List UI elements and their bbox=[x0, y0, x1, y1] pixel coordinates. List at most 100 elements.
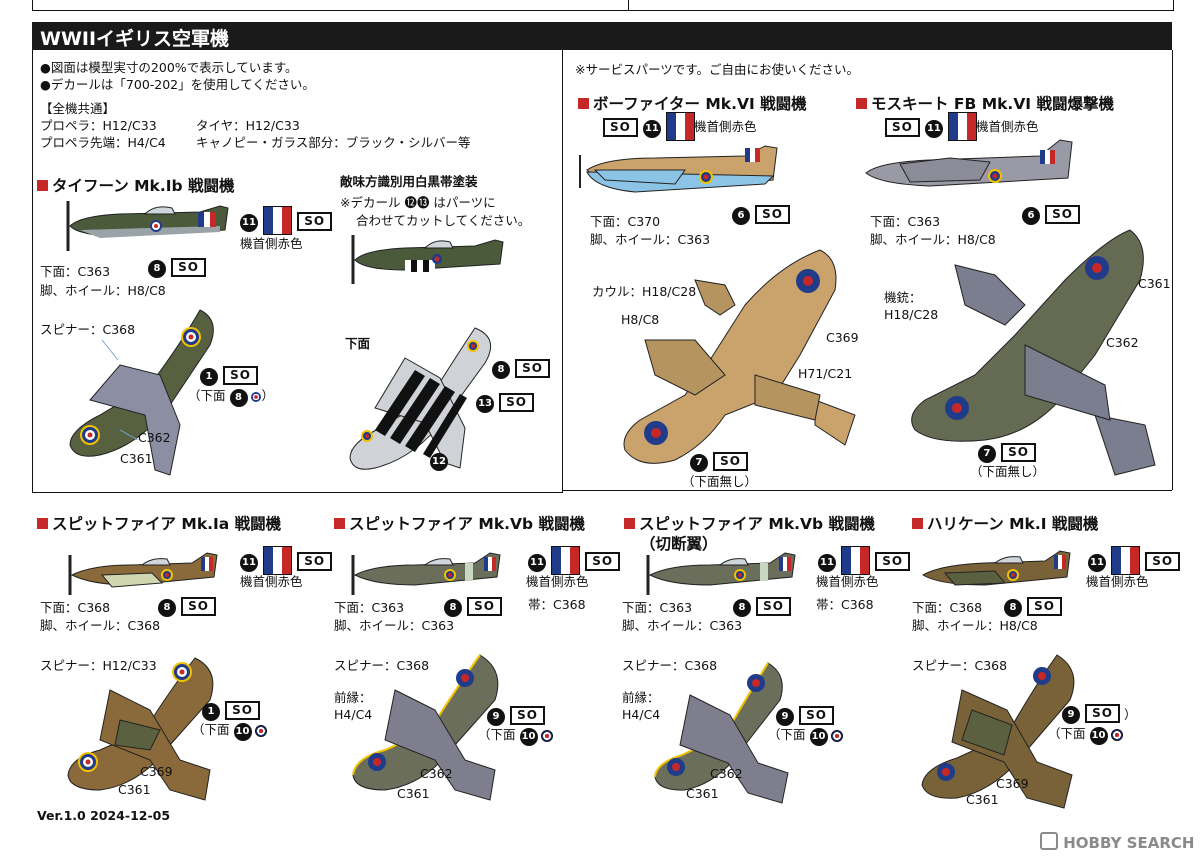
spit5c-edge-color: H4/C4 bbox=[622, 707, 661, 722]
spit5c-side-view bbox=[646, 552, 796, 595]
mosquito-gun: 機銃： bbox=[884, 290, 922, 305]
spit5-c361: C361 bbox=[397, 786, 430, 801]
mosquito-gun-color: H18/C28 bbox=[884, 307, 939, 322]
typhoon-underside: 下面：C363 bbox=[40, 264, 111, 279]
spit5c-c362: C362 bbox=[710, 766, 743, 781]
hurricane-underside: 下面：C368 bbox=[912, 600, 983, 615]
hurricane-gear: 脚、ホイール：H8/C8 bbox=[912, 618, 1038, 633]
spit5c-decal-9: 9 SO bbox=[776, 704, 834, 726]
mosquito-decal-7: 7 SO bbox=[978, 441, 1036, 463]
spit1-c361: C361 bbox=[118, 782, 151, 797]
beaufighter-top-view bbox=[623, 249, 856, 464]
spit5c-gear: 脚、ホイール：C363 bbox=[622, 618, 743, 633]
beaufighter-cowl: カウル：H18/C28 bbox=[592, 284, 697, 299]
mosquito-underside: 下面：C363 bbox=[870, 214, 941, 229]
mosquito-top-view bbox=[911, 229, 1156, 476]
spit5c-decal-11: 11 SO bbox=[818, 546, 911, 575]
brand-logo-icon bbox=[1040, 832, 1058, 850]
typhoon-alt-title: 敵味方識別用白黒帯塗装 bbox=[340, 174, 478, 189]
hurricane-c361: C361 bbox=[966, 792, 999, 807]
spit1-top-view bbox=[67, 657, 214, 801]
spit5-decal-9: 9 SO bbox=[487, 704, 545, 726]
typhoon-decal-1: 1 SO bbox=[200, 364, 258, 386]
beaufighter-nose-label: 機首側赤色 bbox=[694, 119, 757, 134]
spit1-title: スピットファイア Mk.Ia 戦闘機 bbox=[37, 512, 281, 534]
typhoon-top-view bbox=[69, 309, 214, 476]
mosquito-no-bottom: （下面無し） bbox=[970, 464, 1046, 479]
spit5-c362: C362 bbox=[420, 766, 453, 781]
beaufighter-decal-11: SO 11 bbox=[603, 112, 696, 141]
beaufighter-side-view bbox=[579, 145, 778, 193]
beaufighter-decal-6: 6 SO bbox=[732, 203, 790, 225]
typhoon-alt-note-1: ※デカール ⓬⓭ はパーツに bbox=[340, 195, 496, 210]
beaufighter-underside: 下面：C370 bbox=[590, 214, 661, 229]
intro-note-2: ●デカールは「700-202」を使用してください。 bbox=[40, 77, 315, 92]
spit5-title: スピットファイア Mk.Vb 戦闘機 bbox=[334, 512, 585, 534]
typhoon-alt-decal-13: 13 SO bbox=[476, 391, 534, 413]
spit5-decal-8: 8 SO bbox=[444, 595, 502, 617]
spit5-band: 帯：C368 bbox=[528, 597, 586, 612]
typhoon-alt-note-2: 合わせてカットしてください。 bbox=[356, 213, 531, 228]
spit5-edge: 前縁： bbox=[334, 690, 372, 705]
typhoon-underside-label: 下面 bbox=[345, 336, 371, 351]
spit1-spinner: スピナー：H12/C33 bbox=[40, 658, 157, 673]
inner-box bbox=[32, 50, 563, 493]
typhoon-nose-label: 機首側赤色 bbox=[240, 236, 303, 251]
common-canopy: キャノピー・ガラス部分：ブラック・シルバー等 bbox=[196, 135, 471, 150]
frame-left bbox=[32, 50, 33, 492]
top-rule bbox=[32, 0, 1174, 11]
typhoon-bottom-note: （下面 8 ） bbox=[188, 388, 274, 407]
hurricane-title: ハリケーン Mk.I 戦闘機 bbox=[912, 512, 1098, 534]
spit5c-edge: 前縁： bbox=[622, 690, 660, 705]
spit1-bottom-note: （下面 10 bbox=[192, 722, 268, 741]
spit1-side-view bbox=[68, 552, 218, 595]
mosquito-title: モスキート FB Mk.VI 戦闘爆撃機 bbox=[856, 92, 1114, 114]
frame-right bbox=[1172, 50, 1173, 490]
spit5-bottom-note: （下面 10 bbox=[478, 727, 554, 746]
typhoon-gear: 脚、ホイール：H8/C8 bbox=[40, 283, 166, 298]
spit1-decal-1: 1 SO bbox=[202, 699, 260, 721]
spit5-top-view bbox=[352, 654, 499, 801]
typhoon-title: タイフーン Mk.Ib 戦闘機 bbox=[37, 174, 235, 196]
mosquito-c361: C361 bbox=[1138, 276, 1171, 291]
mosquito-side-view bbox=[865, 139, 1073, 187]
hurricane-spinner: スピナー：C368 bbox=[912, 658, 1008, 673]
mosquito-c362: C362 bbox=[1106, 335, 1139, 350]
spit5c-subtitle: （切断翼） bbox=[640, 535, 718, 553]
service-note: ※サービスパーツです。ご自由にお使いください。 bbox=[575, 62, 859, 77]
spit5c-top-view bbox=[654, 662, 789, 804]
typhoon-side-view bbox=[66, 201, 229, 251]
mosquito-gear: 脚、ホイール：H8/C8 bbox=[870, 232, 996, 247]
spit5c-nose-label: 機首側赤色 bbox=[816, 574, 879, 589]
spit1-decal-11: 11 SO bbox=[240, 546, 333, 575]
spit5c-bottom-note: （下面 10 bbox=[768, 727, 844, 746]
hurricane-decal-9: 9 SO bbox=[1062, 702, 1120, 724]
common-title: 【全機共通】 bbox=[40, 101, 116, 116]
spit5c-band: 帯：C368 bbox=[816, 597, 874, 612]
hurricane-decal-8: 8 SO bbox=[1004, 595, 1062, 617]
typhoon-decal-8: 8 SO bbox=[148, 256, 206, 278]
spit5-side-view bbox=[351, 552, 501, 595]
beaufighter-decal-7: 7 SO bbox=[690, 450, 748, 472]
hurricane-top-view bbox=[921, 654, 1075, 809]
beaufighter-h8c8: H8/C8 bbox=[621, 312, 660, 327]
top-divider bbox=[628, 0, 629, 10]
hurricane-decal-11: 11 SO bbox=[1088, 546, 1181, 575]
typhoon-spinner: スピナー：C368 bbox=[40, 322, 136, 337]
spit5-gear: 脚、ホイール：C363 bbox=[334, 618, 455, 633]
typhoon-alt-decal-12: 12 bbox=[430, 449, 448, 471]
spit5c-title: スピットファイア Mk.Vb 戦闘機 bbox=[624, 512, 875, 534]
section-header: WWIIイギリス空軍機 bbox=[32, 22, 1172, 50]
mosquito-decal-11: SO 11 bbox=[885, 112, 978, 141]
spit5-nose-label: 機首側赤色 bbox=[526, 574, 589, 589]
beaufighter-c369: C369 bbox=[826, 330, 859, 345]
spit5c-underside: 下面：C363 bbox=[622, 600, 693, 615]
spit1-nose-label: 機首側赤色 bbox=[240, 574, 303, 589]
version-label: Ver.1.0 2024-12-05 bbox=[37, 808, 171, 823]
common-propeller: プロペラ：H12/C33 bbox=[40, 118, 157, 133]
typhoon-alt-decal-8: 8 SO bbox=[492, 357, 550, 379]
spit1-underside: 下面：C368 bbox=[40, 600, 111, 615]
beaufighter-no-bottom: （下面無し） bbox=[682, 474, 758, 489]
hurricane-bottom-note: （下面 10 bbox=[1048, 726, 1124, 745]
mosquito-nose-label: 機首側赤色 bbox=[976, 119, 1039, 134]
